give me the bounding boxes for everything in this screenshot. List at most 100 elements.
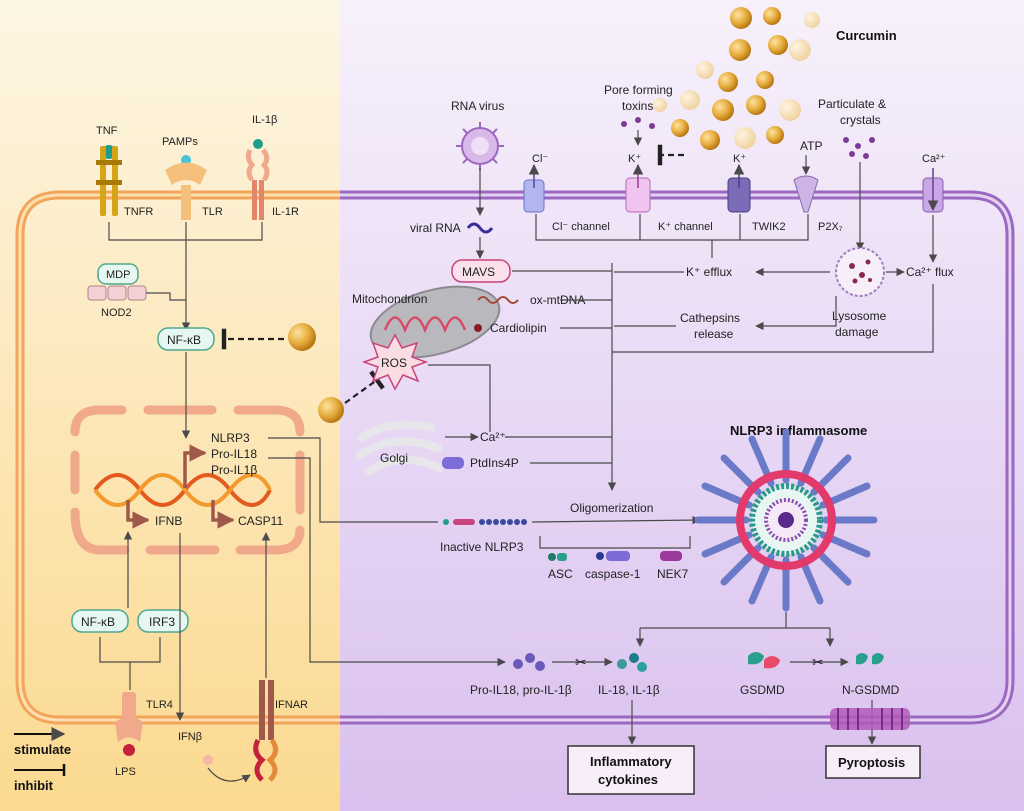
cardiolipin-icon xyxy=(474,324,482,332)
oligomerization-arrow xyxy=(531,515,701,525)
golgi-ca-label: Ca²⁺ xyxy=(480,430,506,444)
k-channel-label: K⁺ channel xyxy=(658,221,713,233)
particulate-label-1: Particulate & xyxy=(818,97,886,111)
cell-membrane xyxy=(15,190,1015,725)
legend-inhibit: inhibit xyxy=(14,778,54,793)
lysosome-label-2: damage xyxy=(835,325,879,339)
ca-flux-to-collector xyxy=(612,284,934,353)
transcription-arrows xyxy=(126,444,235,529)
nfkb-bottom-label: NF-κB xyxy=(81,615,115,629)
golgi-label: Golgi xyxy=(380,451,408,465)
inflammatory-label-1: Inflammatory xyxy=(590,754,672,769)
nod2-arrow xyxy=(146,292,186,301)
cardiolipin-label: Cardiolipin xyxy=(490,321,547,335)
scissors-icon: ✂ xyxy=(575,655,587,671)
nod2-icon xyxy=(87,263,147,301)
curcumin-cluster xyxy=(653,7,820,150)
il1b-ligand-label: IL-1β xyxy=(252,114,277,126)
rna-virus-label: RNA virus xyxy=(451,99,504,113)
tlr-receptor-icon xyxy=(165,155,207,220)
ifnb-ligand-icon xyxy=(203,755,213,765)
k-ion-2-label: K⁺ xyxy=(733,153,746,165)
nek7-label: NEK7 xyxy=(657,567,689,581)
pro-il-icon xyxy=(513,653,545,671)
ox-mtdna-label: ox-mtDNA xyxy=(530,293,585,307)
lysosome-to-cathepsins xyxy=(755,296,837,331)
virus-icon xyxy=(456,122,504,170)
nlrp3-gene-label: NLRP3 xyxy=(211,431,250,445)
prointerleukin-to-cleavage xyxy=(268,457,506,667)
il1r-receptor-icon xyxy=(245,139,270,220)
lysosome-icon xyxy=(835,247,885,297)
mdp-label: MDP xyxy=(106,269,130,281)
curcumin-sphere-icon xyxy=(318,397,344,423)
golgi-icon xyxy=(356,420,444,476)
pro-il-label: Pro-IL18, pro-IL-1β xyxy=(470,683,572,697)
tnf-receptor-icon xyxy=(96,145,122,216)
ifnar-label: IFNAR xyxy=(275,699,308,711)
ifnb-to-ifnar xyxy=(207,767,251,783)
cathepsins-label-1: Cathepsins xyxy=(680,311,740,325)
particulate-label-2: crystals xyxy=(840,113,881,127)
irf3-node xyxy=(137,609,189,633)
il-icon xyxy=(617,653,647,672)
il-label: IL-18, IL-1β xyxy=(598,683,660,697)
mavs-label: MAVS xyxy=(462,265,495,279)
crystal-particles-icon xyxy=(843,137,875,159)
tlr4-receptor-icon xyxy=(115,692,143,756)
nucleus xyxy=(70,405,305,555)
dna-icon xyxy=(93,473,272,507)
caspase1-label: caspase-1 xyxy=(585,567,641,581)
twik2-label: TWIK2 xyxy=(752,221,786,233)
caspase1-icon xyxy=(596,551,630,561)
pore-forming-label-1: Pore forming xyxy=(604,83,673,97)
gsdmd-icon xyxy=(748,652,780,669)
lysosome-label-1: Lysosome xyxy=(832,309,887,323)
k-ion-label: K⁺ xyxy=(628,153,641,165)
components-bracket xyxy=(539,536,691,549)
inflammatory-label-2: cytokines xyxy=(598,772,658,787)
ros-burst-icon xyxy=(361,333,429,391)
ox-mtdna-icon xyxy=(477,296,519,304)
nlrp3-to-inactive xyxy=(268,437,438,523)
nfkb-bottom-node xyxy=(71,609,129,633)
pore-forming-label-2: toxins xyxy=(622,99,653,113)
pro-il1b-gene-label: Pro-IL1β xyxy=(211,463,257,477)
lps-label: LPS xyxy=(115,766,136,778)
inactive-nlrp3-label: Inactive NLRP3 xyxy=(440,540,524,554)
gsdmd-label: GSDMD xyxy=(740,683,785,697)
il1r-label: IL-1R xyxy=(272,206,299,218)
curcumin-title: Curcumin xyxy=(836,28,897,43)
nek7-icon xyxy=(660,551,682,561)
oligomerization-label: Oligomerization xyxy=(570,501,653,515)
k-efflux-label: K⁺ efflux xyxy=(686,265,732,279)
p2x7-icon xyxy=(793,175,819,213)
cl-channel-label: Cl⁻ channel xyxy=(552,221,610,233)
curcumin-inhibit-ros xyxy=(344,370,385,404)
cathepsins-label-2: release xyxy=(694,327,734,341)
inactive-nlrp3-icon xyxy=(443,519,527,525)
casp11-label: CASP11 xyxy=(238,514,283,528)
tnf-label: TNF xyxy=(96,125,118,137)
inflammatory-cytokines-box xyxy=(567,745,695,795)
n-gsdmd-label: N-GSDMD xyxy=(842,683,900,697)
asc-label: ASC xyxy=(548,567,573,581)
mitochondrion-icon xyxy=(369,285,501,359)
scissors-icon: ✂ xyxy=(812,655,824,671)
ros-label: ROS xyxy=(381,356,407,370)
inflammasome-icon xyxy=(694,428,878,612)
legend-stimulate: stimulate xyxy=(14,742,71,757)
inflammasome-title: NLRP3 inflammasome xyxy=(730,423,867,438)
p2x7-label: P2X₇ xyxy=(818,221,843,233)
ptdins4p-icon xyxy=(442,457,464,469)
nod2-label: NOD2 xyxy=(101,307,132,319)
asc-icon xyxy=(548,553,567,561)
toxin-particles-icon xyxy=(621,117,655,129)
atp-label: ATP xyxy=(800,139,822,153)
viral-rna-label: viral RNA xyxy=(410,221,461,235)
tnfr-label: TNFR xyxy=(124,206,153,218)
nfkb-top-node xyxy=(157,327,215,351)
n-gsdmd-icon xyxy=(856,653,884,665)
curcumin-sphere-icon xyxy=(288,323,316,351)
pro-il18-gene-label: Pro-IL18 xyxy=(211,447,257,461)
